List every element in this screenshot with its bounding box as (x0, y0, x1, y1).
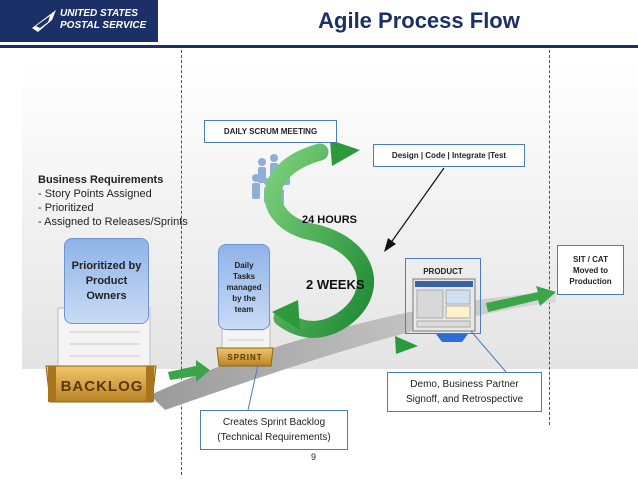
divider-right (549, 50, 550, 425)
sit-line: SIT / CAT (573, 254, 608, 264)
header-rule (0, 45, 638, 48)
page-number: 9 (311, 452, 317, 462)
demo-box: Demo, Business Partner Signoff, and Retr… (387, 372, 542, 412)
sprint-backlog-box: Creates Sprint Backlog (Technical Requir… (200, 410, 348, 450)
org-name: UNITED STATES POSTAL SERVICE (60, 8, 146, 32)
business-requirements-heading: Business Requirements (38, 174, 164, 186)
design-code-test-label: Design | Code | Integrate |Test (373, 144, 525, 167)
divider-left (181, 50, 182, 475)
product-screenshot-icon (412, 278, 476, 342)
logo-banner (0, 0, 158, 42)
sit-line: Moved to (572, 265, 609, 275)
daily-tasks-line: team (234, 304, 254, 314)
daily-tasks-line: managed (226, 282, 262, 292)
product-label: PRODUCT (423, 267, 463, 276)
org-line-2: POSTAL SERVICE (60, 20, 147, 31)
weeks-label: 2 WEEKS (306, 277, 365, 292)
daily-tasks-line: Tasks (232, 271, 256, 281)
sprint-label: SPRINT (227, 353, 263, 362)
sprint-backlog-line: (Technical Requirements) (217, 432, 331, 443)
backlog-label: BACKLOG (60, 378, 144, 395)
sit-line: Production (569, 276, 612, 286)
eagle-logo-icon (32, 10, 56, 32)
demo-line: Demo, Business Partner (410, 379, 519, 390)
org-line-1: UNITED STATES (60, 8, 138, 19)
prioritized-box: Prioritized by Product Owners (64, 238, 149, 324)
business-requirements: Business Requirements - Story Points Ass… (38, 173, 188, 229)
requirement-item: - Story Points Assigned (38, 188, 152, 200)
sprint-backlog-line: Creates Sprint Backlog (222, 417, 326, 428)
prioritized-line: Prioritized by (71, 259, 142, 272)
prioritized-line: Product (85, 274, 128, 287)
daily-tasks-box: Daily Tasks managed by the team (218, 244, 270, 330)
demo-line: Signoff, and Retrospective (405, 394, 524, 405)
page-title: Agile Process Flow (318, 8, 520, 33)
daily-tasks-line: by the (232, 293, 256, 303)
daily-scrum-label: DAILY SCRUM MEETING (204, 120, 337, 143)
backlog-to-sprint-arrow (168, 360, 210, 382)
hours-label: 24 HOURS (302, 214, 358, 226)
daily-tasks-line: Daily (234, 260, 254, 270)
product-box: PRODUCT (405, 258, 481, 334)
header: UNITED STATES POSTAL SERVICE Agile Proce… (0, 0, 638, 50)
requirement-item: - Prioritized (38, 202, 94, 214)
sit-cat-box: SIT / CAT Moved to Production (557, 245, 624, 295)
prioritized-line: Owners (86, 289, 127, 302)
production-arrow (486, 286, 556, 312)
sprint-cycle-arrow (264, 140, 418, 354)
requirement-item: - Assigned to Releases/Sprints (38, 216, 188, 228)
